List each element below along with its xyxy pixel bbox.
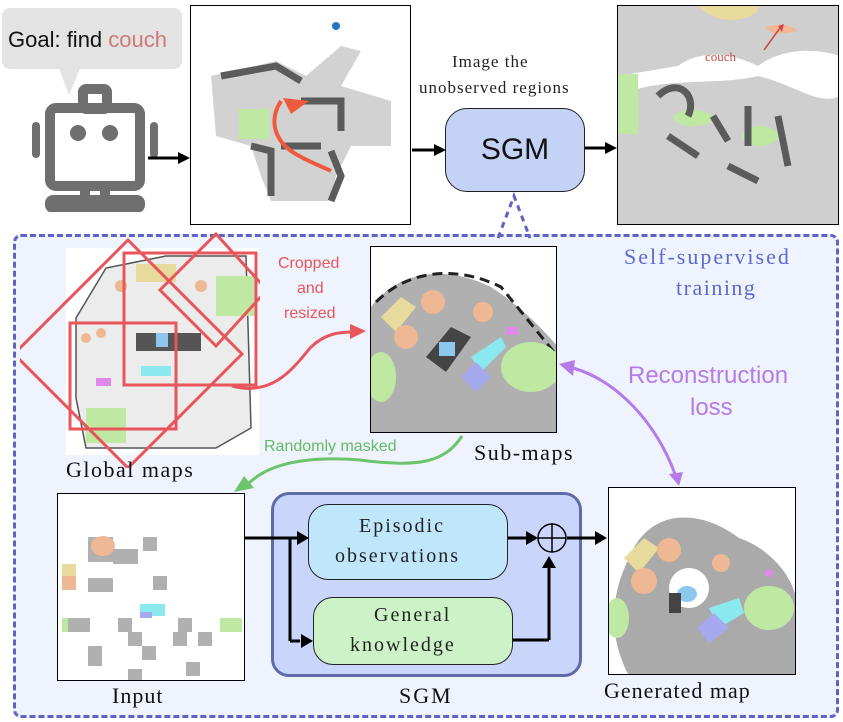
sub-maps-label: Sub-maps	[474, 440, 574, 465]
general-knowledge-box: General knowledge	[313, 597, 513, 665]
mask-arrow	[234, 435, 464, 492]
generated-map-image	[608, 487, 796, 675]
crop-frame-square-2	[68, 321, 178, 431]
arrow-robot-to-map	[148, 152, 190, 164]
goal-location-marker	[332, 22, 340, 30]
sgm-box-top-label: SGM	[480, 133, 550, 166]
imagine-caption-line1: Image the	[452, 52, 529, 71]
input-masked-map-image	[57, 493, 245, 681]
couch-annotation: couch	[705, 49, 737, 64]
observed-map-image	[190, 5, 411, 225]
imagined-map-graphic	[618, 6, 838, 224]
goal-speech-bubble	[2, 8, 182, 69]
global-map-image	[66, 248, 259, 455]
arrow-sgm-to-result	[585, 142, 617, 154]
imagined-map-image: couch	[617, 5, 839, 225]
crop-arrow	[231, 324, 366, 390]
imagine-caption-line2: unobserved regions	[419, 78, 570, 97]
generated-map-label: Generated map	[604, 678, 751, 703]
arrow-map-to-sgm	[412, 144, 446, 156]
general-line1: General	[374, 604, 452, 626]
cropped-resized-line1: Cropped	[278, 255, 340, 272]
sgm-block-connections	[245, 523, 607, 648]
episodic-observations-box: Episodic observations	[308, 504, 508, 580]
couch-annotation-arrow	[763, 27, 781, 51]
reconstruction-loss-arrow	[559, 360, 683, 486]
sgm-block-label: SGM	[399, 683, 453, 708]
self-supervised-title-line2: training	[676, 275, 757, 300]
goal-target: couch	[108, 27, 167, 52]
input-label: Input	[112, 683, 164, 708]
sub-map-graphic	[371, 272, 556, 432]
generated-map-graphic	[609, 517, 795, 674]
crop-frame-diamond-small	[157, 231, 260, 349]
reconstruction-loss-line2: loss	[690, 394, 733, 421]
self-supervised-title-line1: Self-supervised	[624, 244, 791, 269]
crop-frame-diamond-large	[20, 237, 245, 468]
crop-frame-square-1	[122, 251, 258, 387]
global-map-graphic	[75, 255, 256, 449]
cropped-resized-line3: resized	[284, 305, 336, 322]
cropped-resized-line2: and	[297, 280, 324, 297]
episodic-line1: Episodic	[359, 515, 445, 537]
goal-text: Goal: find couch	[8, 27, 167, 53]
speech-bubble-tail	[58, 66, 81, 95]
randomly-masked-label: Randomly masked	[264, 438, 397, 455]
episodic-line2: observations	[335, 545, 461, 567]
sgm-box-top: SGM	[445, 108, 585, 192]
goal-prefix: Goal: find	[8, 27, 109, 52]
observed-map-graphic	[211, 22, 391, 203]
reconstruction-loss-line1: Reconstruction	[628, 362, 789, 389]
sub-map-image	[370, 246, 557, 433]
robot-icon	[32, 84, 158, 212]
combine-plus-icon	[537, 523, 567, 553]
general-line2: knowledge	[350, 634, 456, 656]
input-masked-map-graphic	[62, 536, 242, 680]
sgm-to-training-connector	[496, 192, 532, 239]
global-maps-label: Global maps	[66, 457, 195, 482]
crop-frames-overlay	[20, 231, 260, 468]
